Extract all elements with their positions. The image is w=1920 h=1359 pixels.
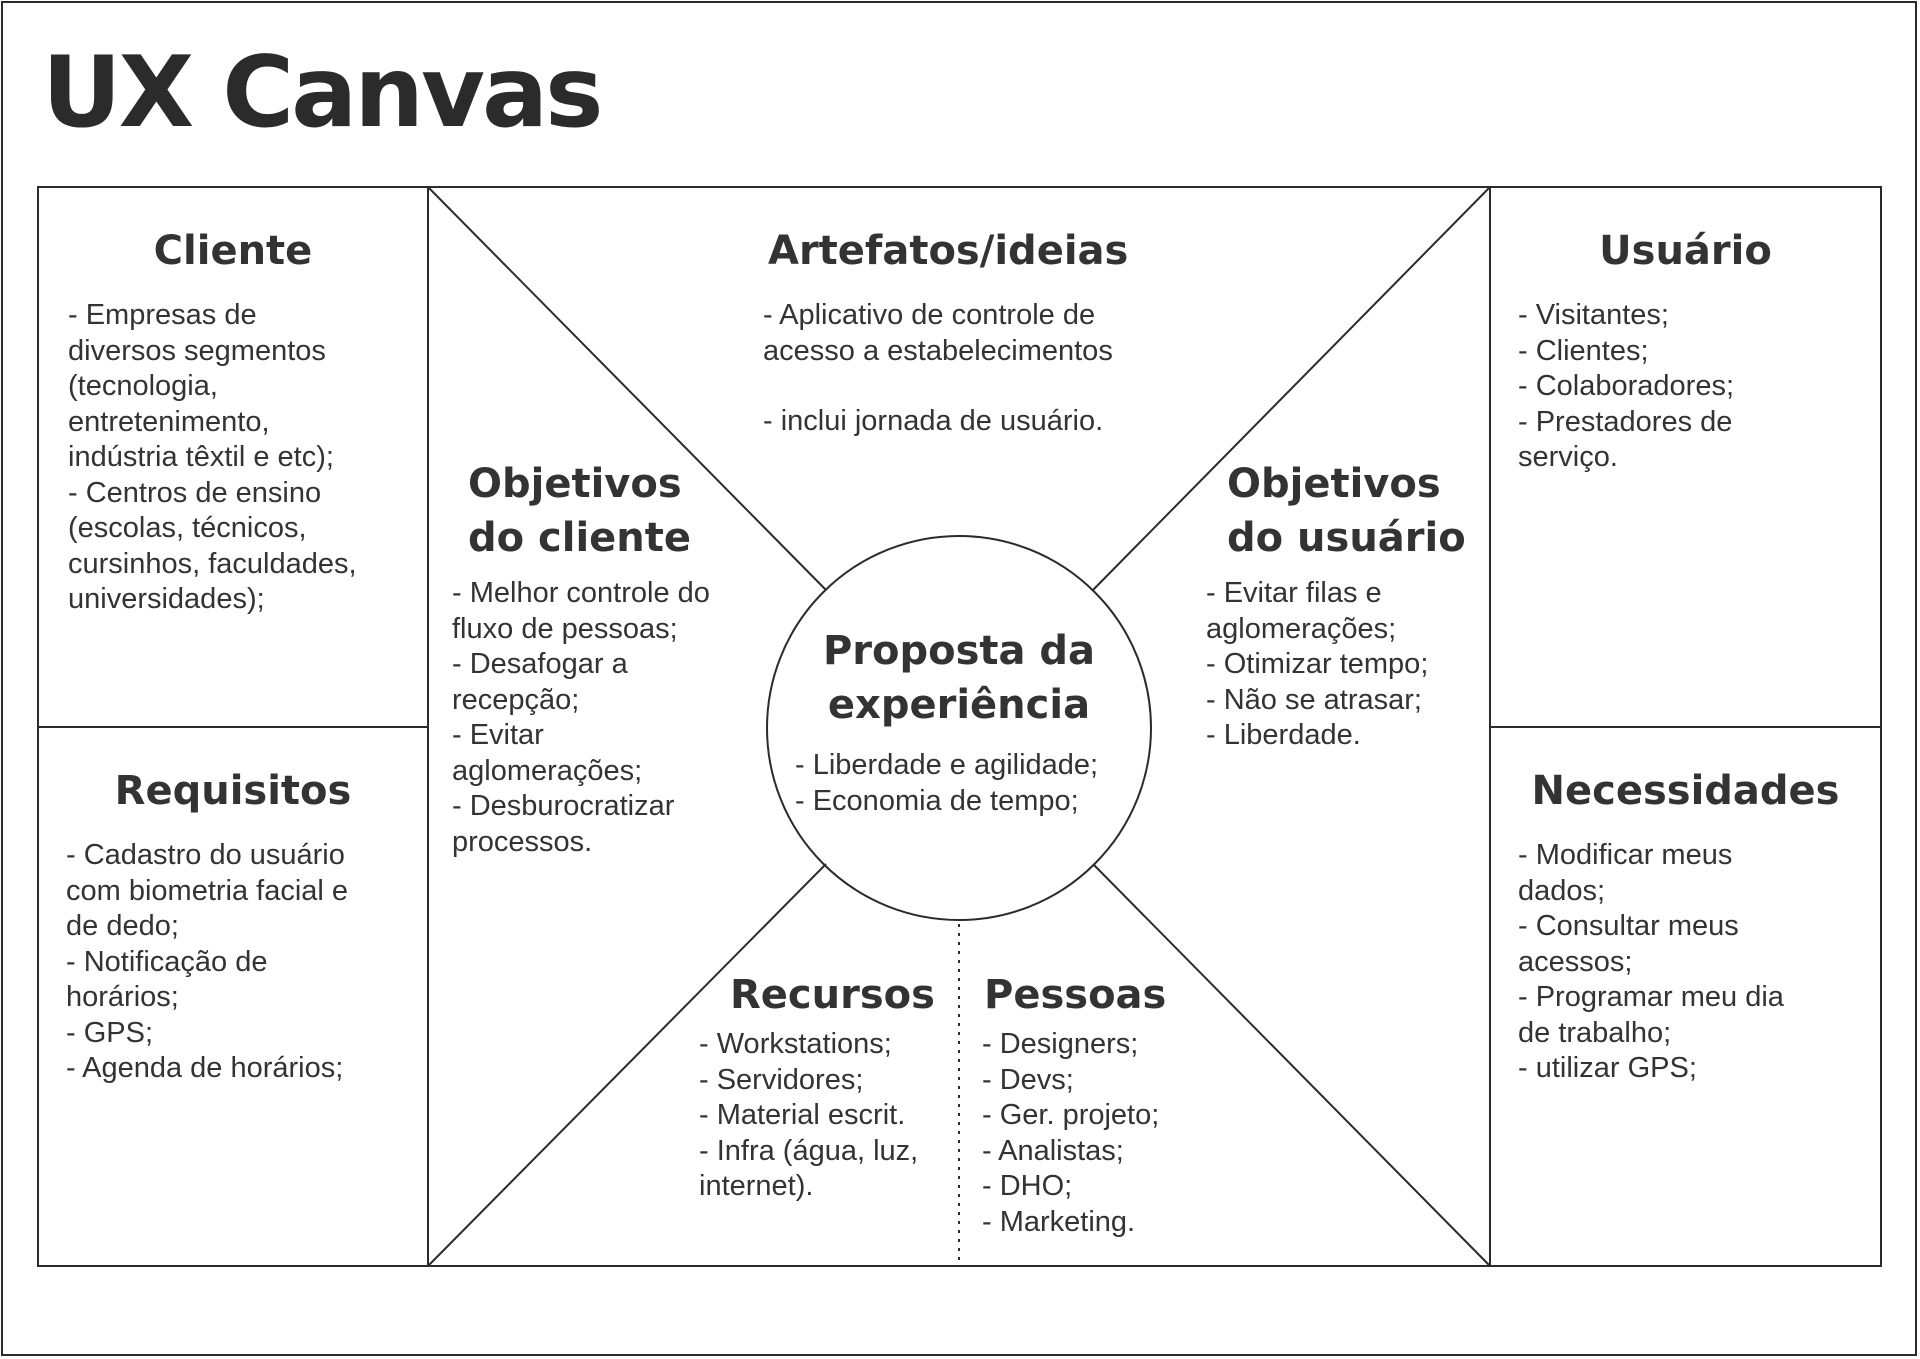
list-item: - Liberdade. — [1206, 719, 1361, 751]
list-item: - Programar meu dia — [1518, 981, 1784, 1013]
list-item: - Clientes; — [1518, 334, 1649, 367]
diagonal-top-right — [1092, 186, 1491, 591]
list-item: - Colaboradores; — [1518, 370, 1734, 402]
proposta-heading: Proposta da experiência — [779, 624, 1139, 732]
center-circle — [766, 535, 1152, 921]
list-item: - Liberdade e agilidade; — [795, 749, 1099, 781]
list-item: (escolas, técnicos, — [68, 512, 307, 544]
list-item: universidades); — [68, 583, 265, 615]
list-item: - Empresas de — [68, 299, 257, 331]
list-item: serviço. — [1518, 441, 1618, 473]
list-item: aglomerações; — [452, 754, 643, 787]
heading-line: do usuário — [1227, 515, 1466, 561]
list-item: de trabalho; — [1518, 1016, 1672, 1049]
list-item: - Designers; — [982, 1028, 1139, 1060]
list-item: entretenimento, — [68, 405, 270, 438]
list-item: - Desburocratizar — [452, 790, 675, 822]
list-item: acesso a estabelecimentos — [763, 334, 1113, 367]
list-item: - Desafogar a — [452, 648, 628, 680]
proposta-list: - Liberdade e agilidade; - Economia de t… — [795, 748, 1098, 819]
list-item: - Não se atrasar; — [1206, 683, 1422, 716]
list-item: - Otimizar tempo; — [1206, 648, 1429, 680]
necessidades-heading: Necessidades — [1531, 768, 1840, 814]
list-item: - Agenda de horários; — [66, 1052, 344, 1084]
list-item: - inclui jornada de usuário. — [763, 405, 1104, 437]
heading-line: Objetivos — [1227, 461, 1441, 507]
list-item: - Workstations; — [699, 1028, 892, 1060]
diagonal-top-left — [427, 186, 827, 591]
usuario-heading: Usuário — [1599, 228, 1772, 274]
list-item: - Devs; — [982, 1063, 1074, 1096]
list-item: - Evitar — [452, 719, 544, 751]
list-item: de dedo; — [66, 910, 179, 942]
list-item: - Economia de tempo; — [795, 784, 1079, 817]
list-item: - Modificar meus — [1518, 839, 1733, 871]
necessidades-list: - Modificar meus dados; - Consultar meus… — [1518, 838, 1784, 1087]
heading-line: Proposta da — [822, 628, 1096, 674]
list-item: - Evitar filas e — [1206, 577, 1382, 609]
list-item: - Marketing. — [982, 1205, 1136, 1238]
list-item: com biometria facial e — [66, 874, 349, 907]
page-title: UX Canvas — [42, 36, 603, 150]
objetivos-usuario-list: - Evitar filas e aglomerações; - Otimiza… — [1206, 576, 1428, 754]
list-item: horários; — [66, 981, 179, 1013]
list-item: - Analistas; — [982, 1134, 1124, 1167]
list-item: acessos; — [1518, 945, 1633, 978]
artefatos-heading: Artefatos/ideias — [768, 228, 1129, 274]
list-item: diversos segmentos — [68, 334, 326, 367]
list-item: internet). — [699, 1170, 814, 1202]
list-item: - Notificação de — [66, 945, 268, 978]
requisitos-list: - Cadastro do usuário com biometria faci… — [66, 838, 348, 1087]
cliente-list: - Empresas de diversos segmentos (tecnol… — [68, 298, 357, 618]
heading-line: experiência — [827, 682, 1091, 728]
list-item: - Visitantes; — [1518, 299, 1669, 331]
objetivos-cliente-list: - Melhor controle do fluxo de pessoas; -… — [452, 576, 710, 860]
list-item: - Ger. projeto; — [982, 1099, 1160, 1131]
list-item: aglomerações; — [1206, 612, 1397, 645]
recursos-heading: Recursos — [730, 972, 935, 1018]
diagonal-bottom-right — [1092, 863, 1491, 1267]
list-item: indústria têxtil e etc); — [68, 441, 334, 473]
list-item: - Cadastro do usuário — [66, 839, 345, 871]
list-item: (tecnologia, — [68, 370, 218, 402]
heading-line: do cliente — [468, 515, 692, 561]
list-item: - Material escrit. — [699, 1099, 906, 1131]
list-item: - Aplicativo de controle de — [763, 299, 1096, 331]
list-item: cursinhos, faculdades, — [68, 547, 357, 580]
objetivos-usuario-heading: Objetivos do usuário — [1227, 457, 1466, 565]
pessoas-list: - Designers; - Devs; - Ger. projeto; - A… — [982, 1027, 1159, 1240]
list-item: fluxo de pessoas; — [452, 612, 678, 645]
artefatos-list: - Aplicativo de controle de acesso a est… — [763, 298, 1113, 440]
list-item: - Servidores; — [699, 1063, 864, 1096]
heading-line: Objetivos — [468, 461, 682, 507]
list-item: - Melhor controle do — [452, 577, 710, 609]
list-item: - Consultar meus — [1518, 910, 1739, 942]
requisitos-heading: Requisitos — [114, 768, 352, 814]
list-item: - Prestadores de — [1518, 405, 1733, 438]
cliente-heading: Cliente — [153, 228, 313, 274]
list-item: recepção; — [452, 683, 580, 716]
list-item: - Centros de ensino — [68, 476, 322, 509]
list-item: dados; — [1518, 874, 1606, 907]
diagonal-bottom-left — [427, 863, 827, 1267]
recursos-list: - Workstations; - Servidores; - Material… — [699, 1027, 918, 1205]
pessoas-heading: Pessoas — [984, 972, 1167, 1018]
usuario-list: - Visitantes; - Clientes; - Colaboradore… — [1518, 298, 1734, 476]
list-item: - Infra (água, luz, — [699, 1134, 919, 1167]
objetivos-cliente-heading: Objetivos do cliente — [468, 457, 691, 565]
list-item: - utilizar GPS; — [1518, 1052, 1697, 1084]
list-item: - DHO; — [982, 1170, 1073, 1202]
list-item: - GPS; — [66, 1016, 154, 1049]
list-item: processos. — [452, 825, 593, 858]
